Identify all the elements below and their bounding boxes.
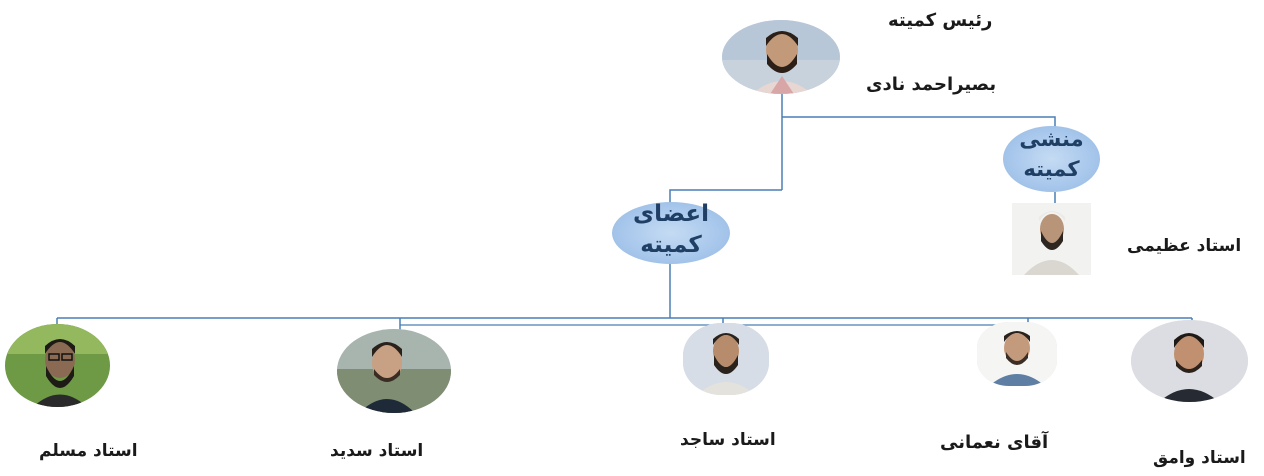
member-name-sajed: استاد ساجد: [680, 430, 776, 450]
secretary-bubble-label: منشی کمیته: [1003, 124, 1100, 184]
members-bubble-line1: اعضای: [633, 201, 709, 227]
secretary-bubble: [1003, 126, 1100, 192]
member-name-moslem: استاد مسلم: [39, 441, 138, 461]
member-photo-moslem: [5, 324, 110, 407]
person-photo-icon: [977, 322, 1057, 386]
secretary-bubble-line2: کمیته: [1023, 157, 1080, 181]
head-photo: [722, 20, 840, 94]
person-photo-icon: [683, 323, 769, 395]
member-name-wameq: استاد وامق: [1153, 448, 1246, 468]
member-photo-nomani: [977, 322, 1057, 386]
head-name: بصیراحمد نادی: [866, 74, 997, 95]
person-photo-icon: [1131, 320, 1248, 402]
person-photo-icon: [5, 324, 110, 407]
members-bubble: [612, 202, 730, 264]
secretary-photo: [1012, 203, 1091, 275]
member-name-sadid: استاد سدید: [330, 441, 424, 461]
person-photo-icon: [722, 20, 840, 94]
secretary-name: استاد عظیمی: [1127, 236, 1242, 256]
members-bubble-line2: کمیته: [640, 232, 702, 258]
member-photo-wameq: [1131, 320, 1248, 402]
secretary-bubble-line1: منشی: [1019, 127, 1084, 151]
members-bubble-label: اعضای کمیته: [612, 199, 730, 261]
member-photo-sajed: [683, 323, 769, 395]
person-photo-icon: [337, 329, 451, 413]
person-photo-icon: [1012, 203, 1091, 275]
member-photo-sadid: [337, 329, 451, 413]
head-title: رئیس کمیته: [888, 10, 993, 31]
member-name-nomani: آقای نعمانی: [940, 432, 1049, 453]
